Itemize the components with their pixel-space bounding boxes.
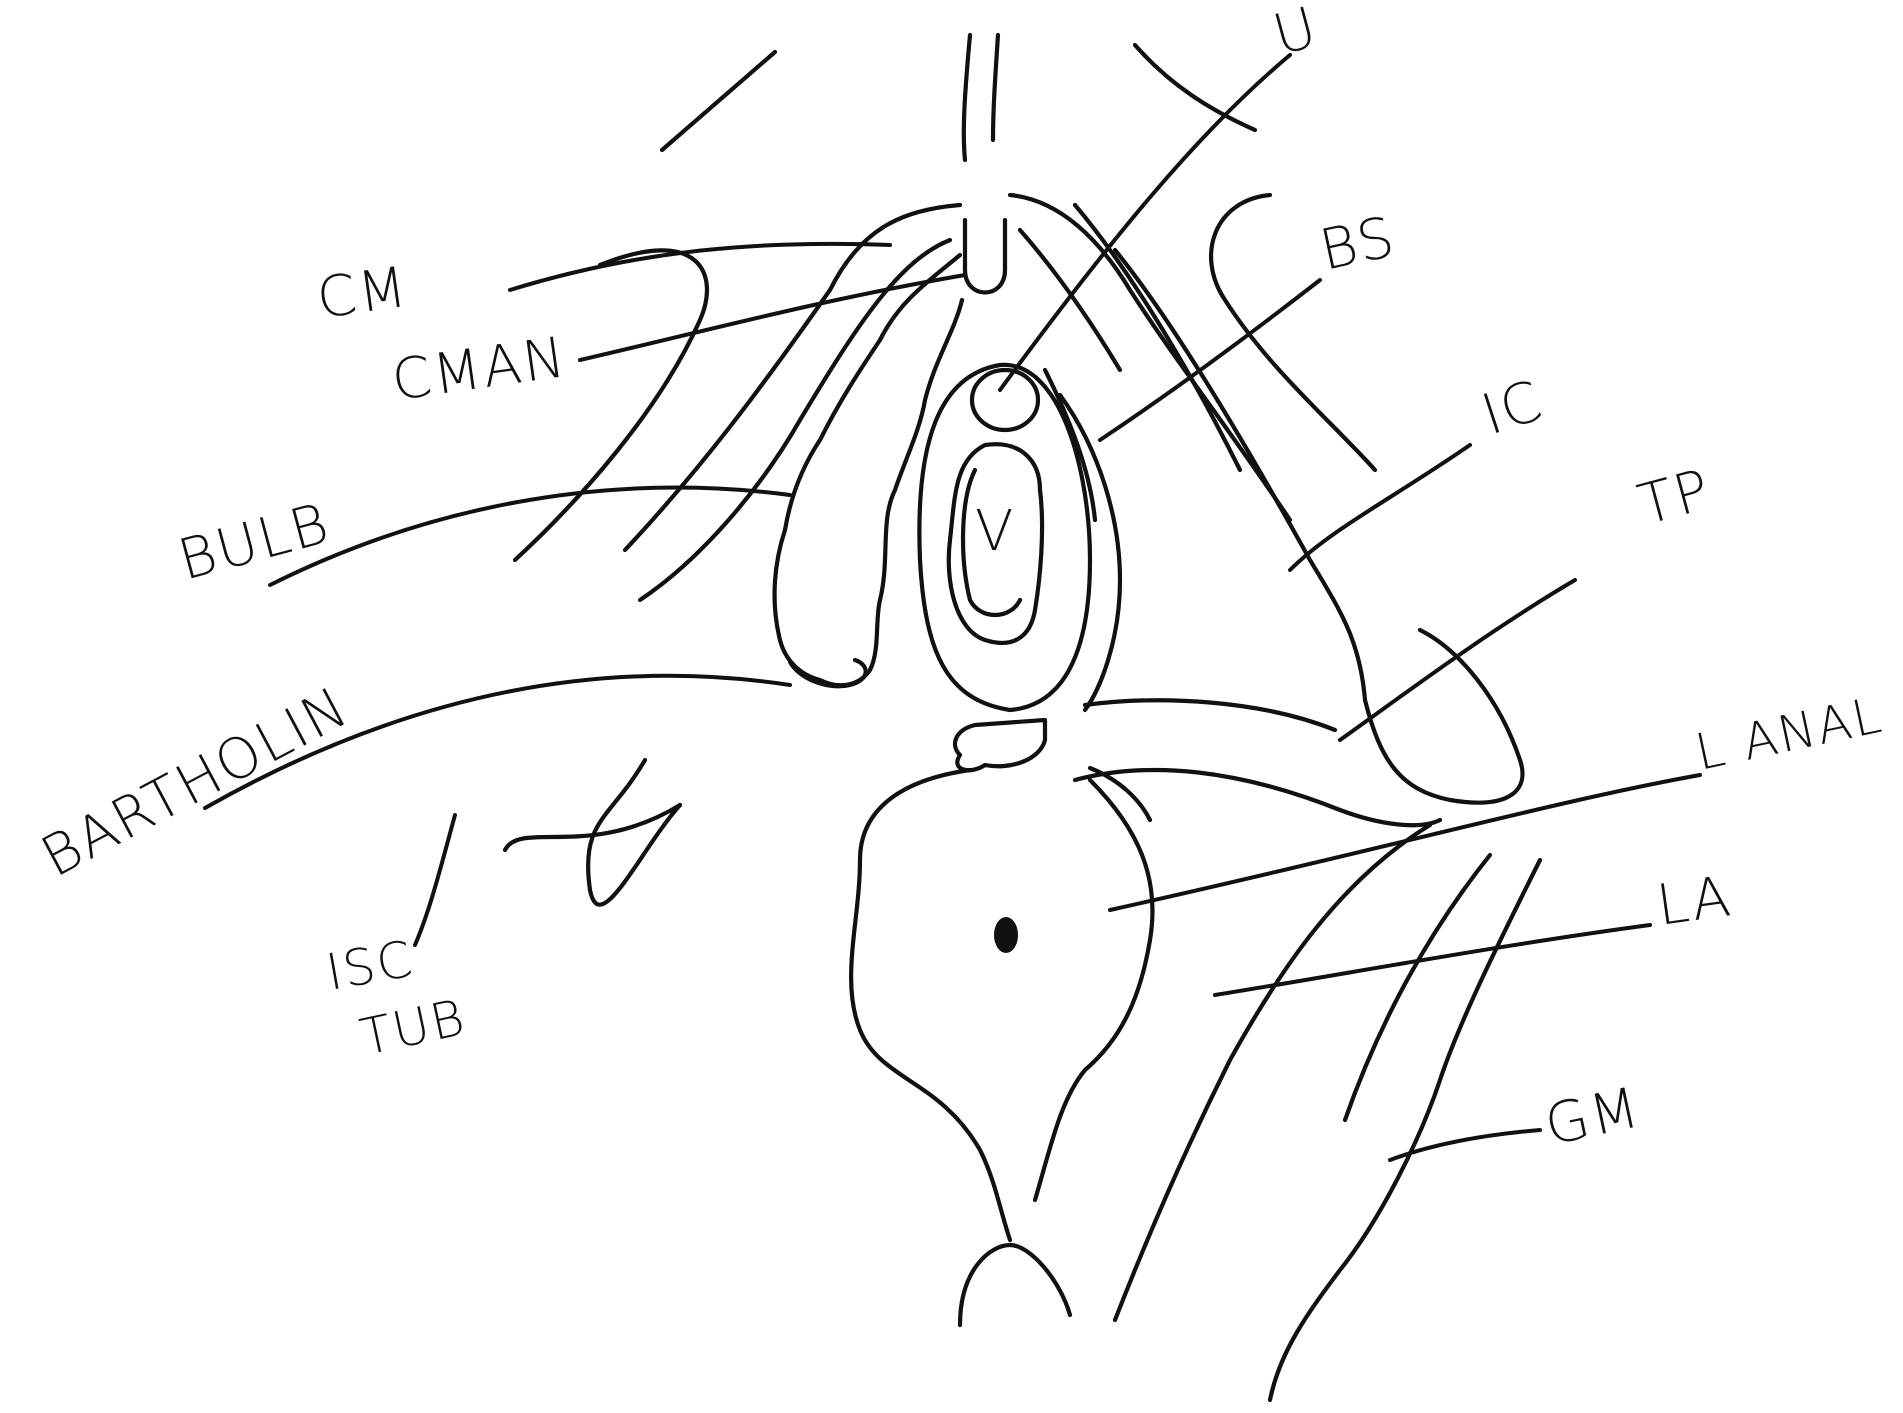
label-u: U bbox=[1267, 0, 1325, 69]
label-bs: BS bbox=[1314, 204, 1401, 283]
bulbospongiosus bbox=[1045, 370, 1120, 710]
label-bartholin: BARTHOLIN bbox=[31, 674, 360, 890]
label-v: V bbox=[975, 499, 1015, 564]
anal-region bbox=[851, 770, 1152, 1325]
vestibular-bulb bbox=[775, 255, 962, 686]
label-tub: TUB bbox=[355, 988, 471, 1067]
label-gm: GM bbox=[1539, 1075, 1646, 1158]
right-pubic-arch bbox=[1075, 195, 1522, 803]
upper-strokes bbox=[662, 35, 1255, 160]
label-l-anal: L ANAL bbox=[1690, 686, 1887, 782]
label-tp: TP bbox=[1632, 457, 1718, 538]
anus-dot bbox=[994, 917, 1018, 953]
label-bulb: BULB bbox=[172, 491, 337, 594]
pelvic-floor-muscles bbox=[1115, 825, 1540, 1400]
label-ic: IC bbox=[1474, 368, 1551, 448]
label-isc: ISC bbox=[322, 930, 418, 1002]
label-cman: CMAN bbox=[388, 325, 571, 414]
label-cm: CM bbox=[313, 255, 413, 332]
label-la: LA bbox=[1653, 864, 1736, 939]
labels: CM CMAN BULB BARTHOLIN ISC TUB U BS IC T… bbox=[31, 0, 1888, 1159]
